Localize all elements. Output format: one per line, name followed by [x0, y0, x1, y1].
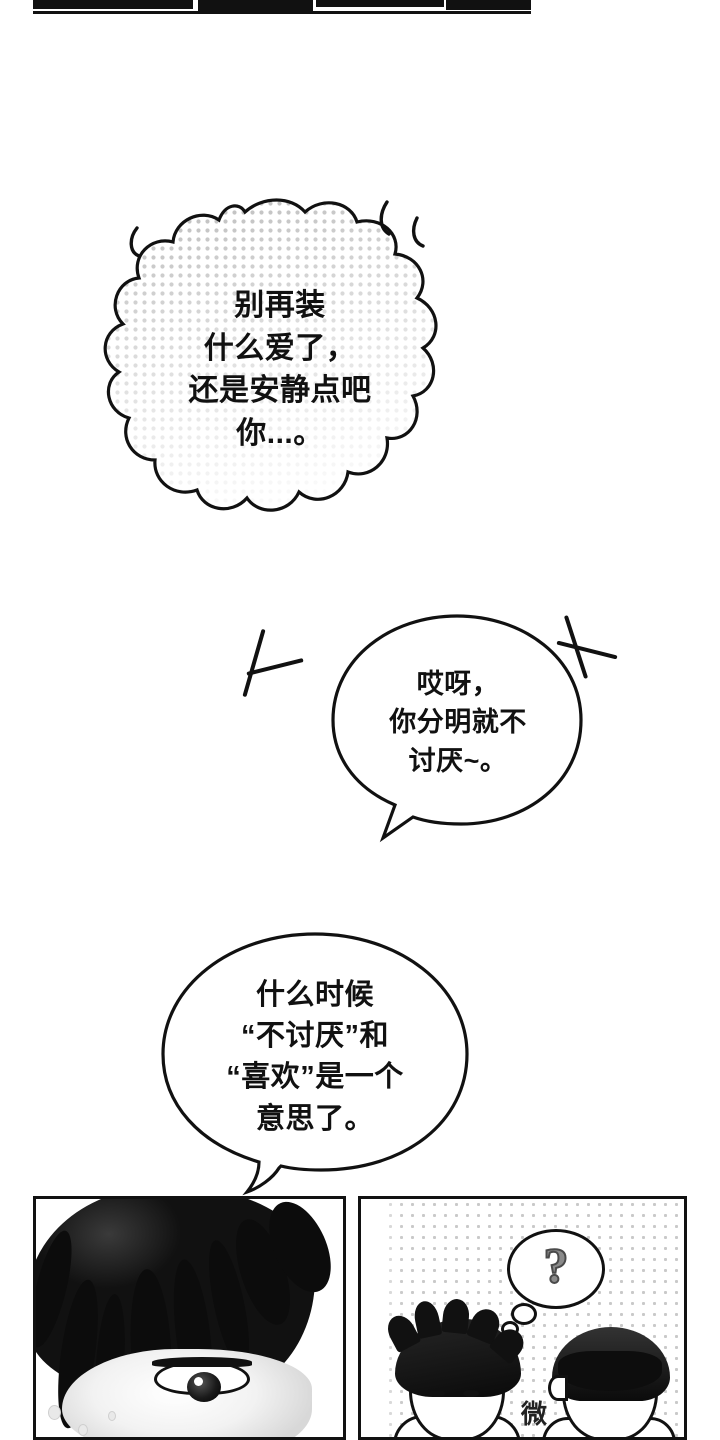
panel-fragment-d: [446, 0, 531, 10]
previous-panel-edge: [33, 0, 531, 14]
panel-fragment-c: [316, 0, 444, 7]
tear-drop: [48, 1405, 61, 1420]
speech-bubble-3: [155, 930, 475, 1205]
speech-bubble-2: [325, 612, 590, 847]
character-left: [382, 1297, 533, 1437]
character-right: [542, 1321, 676, 1437]
speech-bubble-2-text: 哎呀， 你分明就不 讨厌~。: [389, 669, 527, 776]
character-eye-right: [463, 1390, 479, 1397]
panel-left: [33, 1196, 346, 1440]
eyelash: [152, 1357, 252, 1367]
thought-bubble-question: ?: [507, 1229, 605, 1309]
speech-bubble-1-text: 别再装 什么爱了， 还是安静点吧 你...。: [188, 289, 372, 450]
character-ear: [548, 1375, 568, 1401]
character-fringe: [558, 1351, 662, 1391]
panel-row: ? 微: [33, 1196, 687, 1440]
tear-drop: [108, 1411, 116, 1421]
speech-bubble-1: [95, 190, 465, 550]
thought-bubble-tail: [511, 1303, 537, 1325]
panel-border-line: [33, 11, 531, 14]
sfx-text: 微: [521, 1400, 548, 1430]
panel-fragment-b: [198, 0, 313, 11]
emphasis-stroke-left-1: [242, 628, 266, 698]
speech-bubble-3-text: 什么时候 “不讨厌”和 “喜欢”是一个 意思了。: [226, 979, 404, 1135]
panel-right: ? 微: [358, 1196, 687, 1440]
character-eye-left: [429, 1390, 445, 1397]
tear-drop: [78, 1424, 88, 1436]
question-mark-text: ?: [543, 1236, 570, 1294]
eye: [152, 1357, 252, 1402]
iris: [187, 1372, 221, 1402]
panel-fragment-a: [33, 0, 193, 9]
